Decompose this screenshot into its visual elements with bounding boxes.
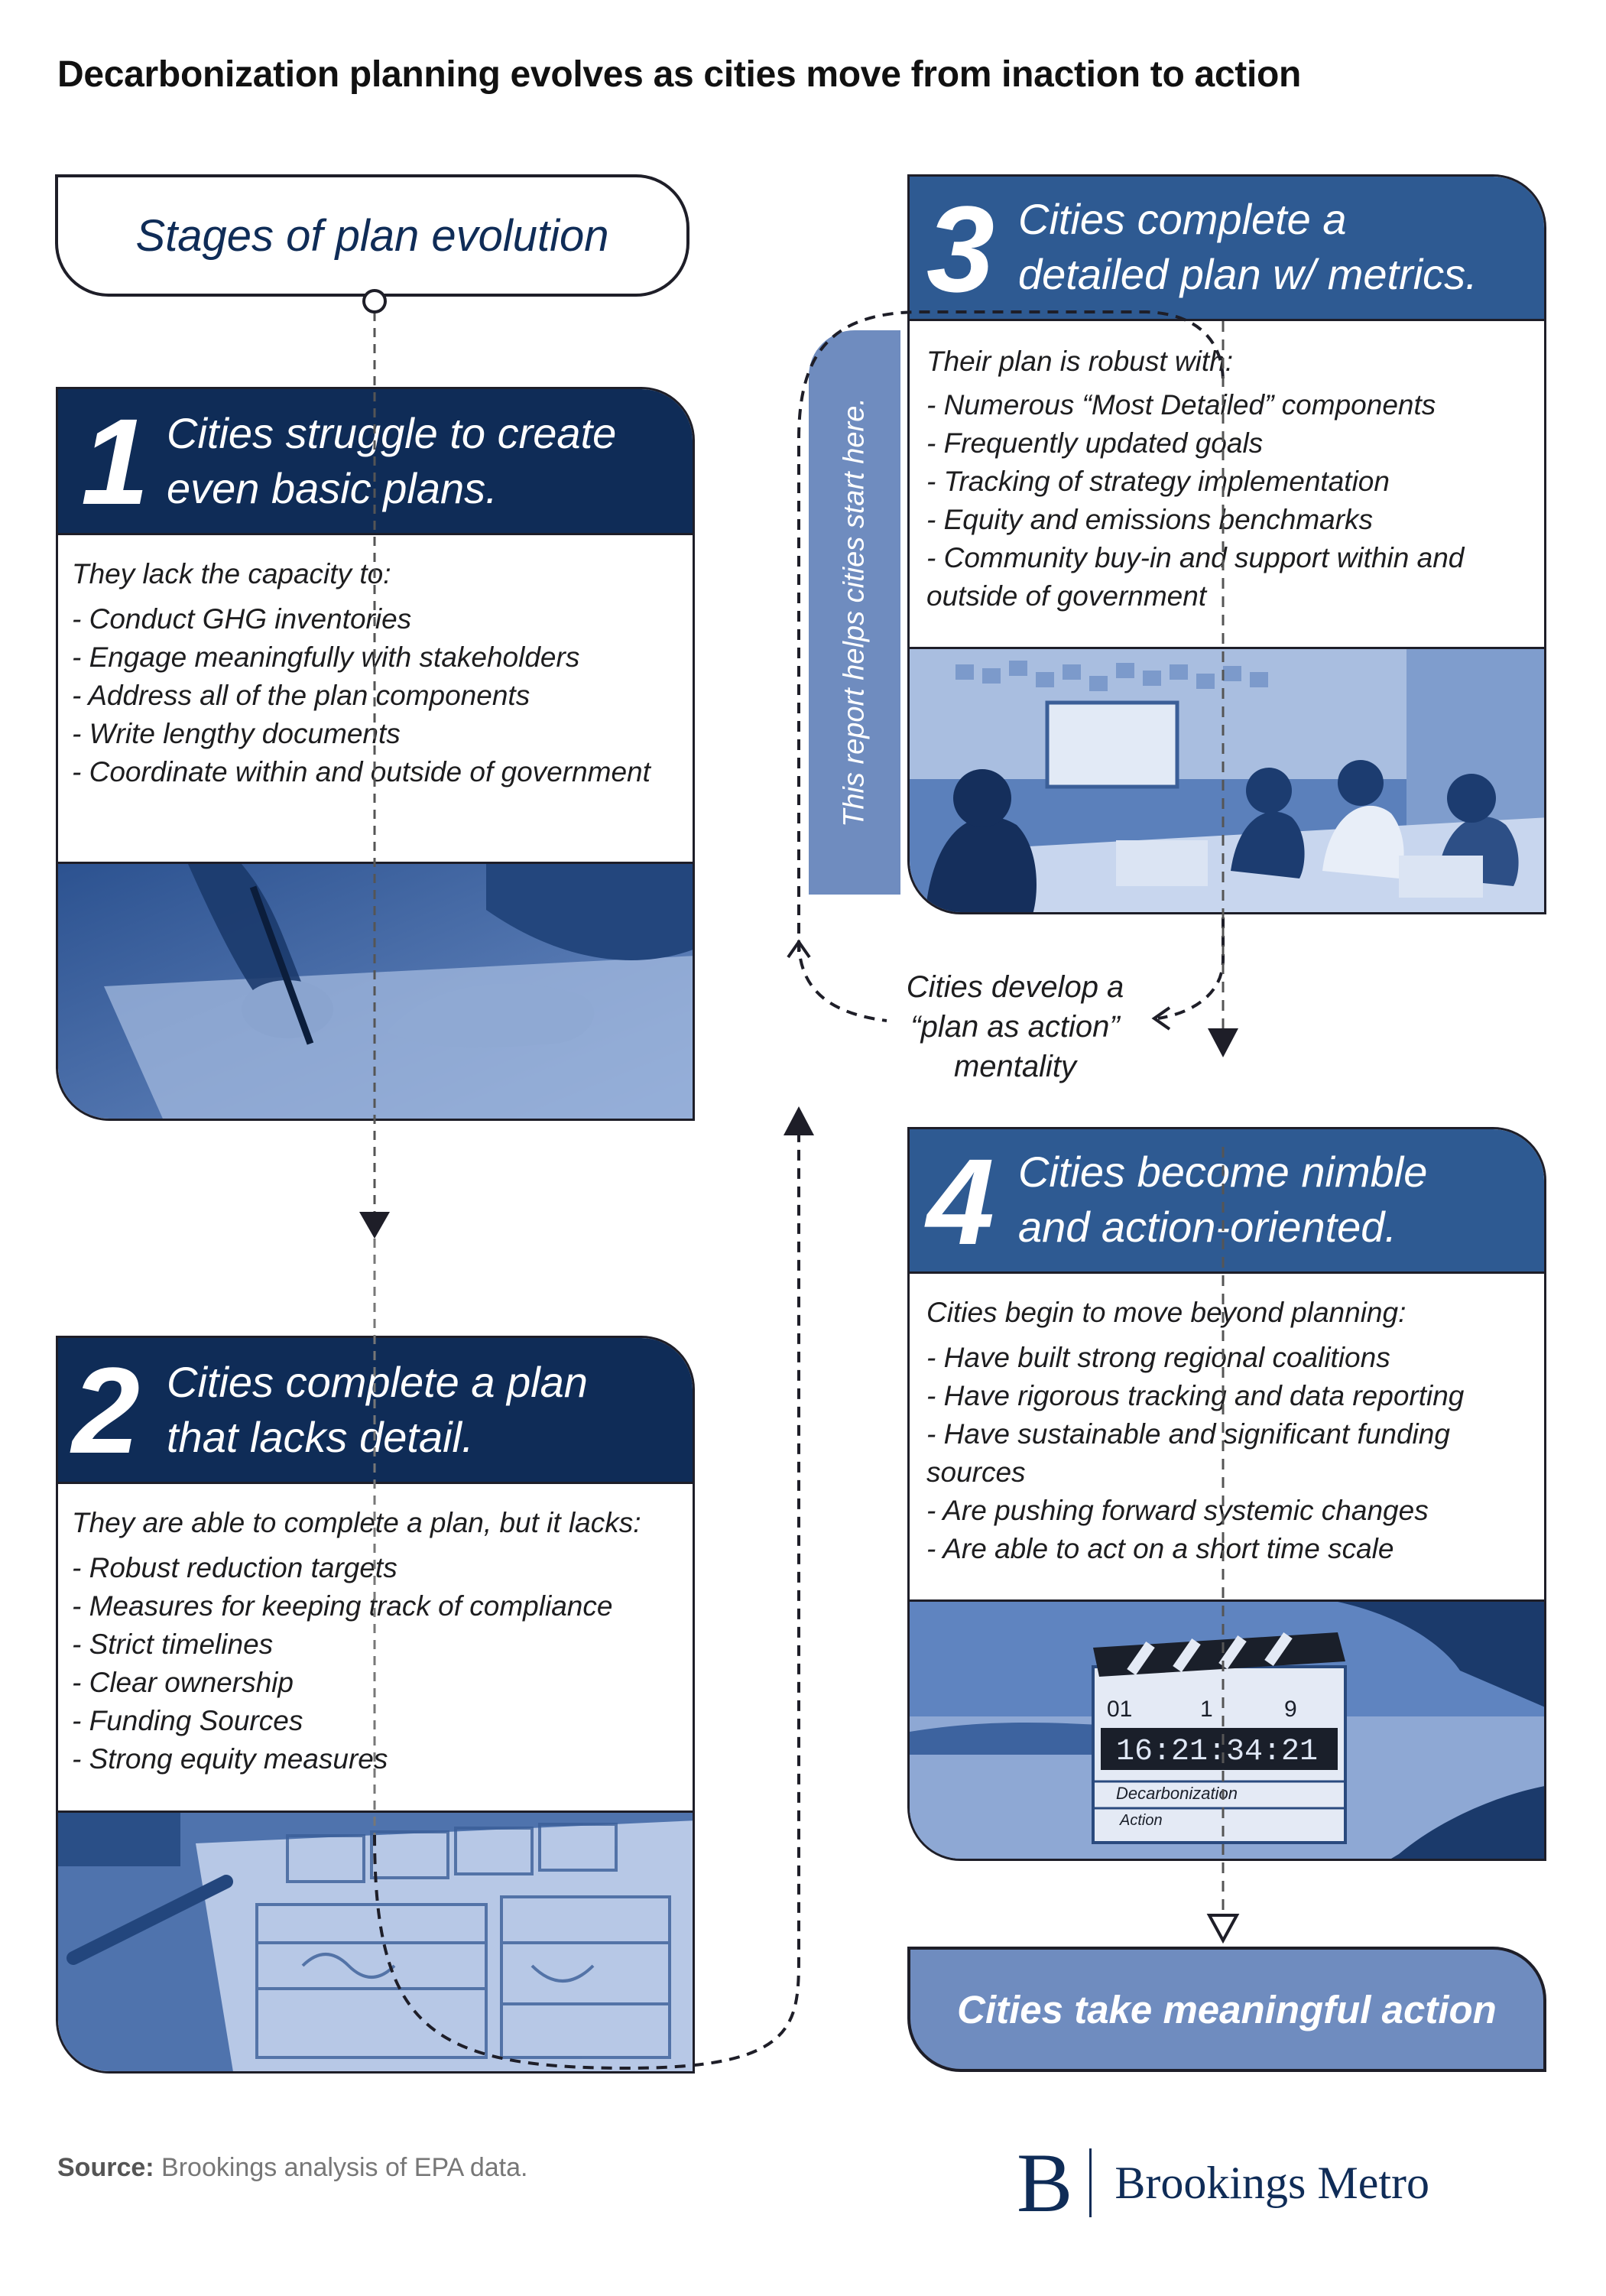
stage-3-heading-line2: detailed plan w/ metrics.: [1018, 250, 1478, 298]
list-item: - Conduct GHG inventories: [72, 603, 412, 635]
list-item: sources: [926, 1457, 1026, 1488]
stage-3-list: - Numerous “Most Detailed” components - …: [926, 386, 1464, 615]
clapperboard-photo: 01 1 9 16:21:34:21 Decarbonization Actio…: [910, 1602, 1544, 1859]
arrow-down-outline-icon: [1206, 1914, 1240, 1944]
clapper-line1: Decarbonization: [1116, 1784, 1238, 1803]
stages-label: Stages of plan evolution: [135, 210, 609, 261]
stage-2-heading-line1: Cities complete a plan: [167, 1358, 588, 1406]
source-text: Brookings analysis of EPA data.: [161, 2153, 528, 2182]
wireframe-sketch-photo: [58, 1813, 693, 2071]
stage-4-intro: Cities begin to move beyond planning:: [926, 1297, 1406, 1328]
list-item: outside of government: [926, 580, 1207, 612]
stages-label-box: Stages of plan evolution: [55, 174, 689, 297]
stage-3-card: 3 Cities complete a detailed plan w/ met…: [907, 174, 1546, 914]
list-item: - Have sustainable and significant fundi…: [926, 1418, 1450, 1450]
list-item: - Have built strong regional coalitions: [926, 1342, 1390, 1373]
report-note-bar: This report helps cities start here.: [809, 330, 900, 895]
source-note: Source: Brookings analysis of EPA data.: [57, 2153, 527, 2183]
list-item: - Engage meaningfully with stakeholders: [72, 641, 580, 673]
stage-1-heading-line1: Cities struggle to create: [167, 409, 617, 457]
stage-4-heading-line1: Cities become nimble: [1018, 1148, 1428, 1196]
list-item: - Have rigorous tracking and data report…: [926, 1380, 1465, 1411]
stage-4-card: 4 Cities become nimble and action-orient…: [907, 1127, 1546, 1861]
loop-right-connector: [1157, 917, 1225, 1020]
clapper-line2: Action: [1119, 1812, 1163, 1829]
stage-2-header: 2 Cities complete a plan that lacks deta…: [58, 1338, 693, 1482]
chevron-up-icon: [787, 939, 811, 959]
stage-4-heading-line2: and action-oriented.: [1018, 1203, 1397, 1251]
loop-label-line2: “plan as action”: [910, 1010, 1120, 1044]
list-item: - Tracking of strategy implementation: [926, 466, 1390, 497]
stage-4-list: - Have built strong regional coalitions …: [926, 1339, 1464, 1568]
list-item: - Are pushing forward systemic changes: [926, 1495, 1429, 1526]
clapper-scene: 01: [1107, 1697, 1132, 1722]
list-item: - Strong equity measures: [72, 1743, 388, 1775]
arrow-down-icon: [359, 1212, 390, 1239]
list-item: - Are able to act on a short time scale: [926, 1533, 1394, 1564]
stage-2-list: - Robust reduction targets - Measures fo…: [72, 1549, 612, 1778]
final-outcome-box: Cities take meaningful action: [907, 1947, 1546, 2072]
stage-1-intro: They lack the capacity to:: [72, 558, 391, 589]
arrow-up-icon: [784, 1106, 814, 1135]
stage-1-list: - Conduct GHG inventories - Engage meani…: [72, 600, 651, 791]
loop-label-line3: mentality: [953, 1050, 1077, 1083]
stage-2-heading-line2: that lacks detail.: [167, 1413, 474, 1461]
clapper-take: 1: [1200, 1697, 1213, 1722]
list-item: - Robust reduction targets: [72, 1552, 397, 1583]
report-note-text: This report helps cities start here.: [838, 398, 871, 827]
list-item: - Coordinate within and outside of gover…: [72, 756, 651, 788]
stage-1-heading-line2: even basic plans.: [167, 464, 498, 512]
loop-label: Cities develop a “plan as action” mental…: [885, 967, 1145, 1086]
stage-4-number: 4: [926, 1133, 994, 1270]
arrow-down-icon: [1208, 1028, 1238, 1057]
stage-3-intro: Their plan is robust with:: [926, 346, 1234, 377]
clapper-timecode: 16:21:34:21: [1116, 1735, 1318, 1769]
logo-divider: [1089, 2148, 1092, 2217]
brookings-logo: B Brookings Metro: [1017, 2141, 1429, 2225]
list-item: - Measures for keeping track of complian…: [72, 1590, 613, 1622]
clapper-roll: 9: [1284, 1697, 1297, 1722]
meeting-room-photo: [910, 649, 1544, 912]
list-item: - Frequently updated goals: [926, 427, 1264, 459]
stage-3-number: 3: [926, 180, 994, 317]
stage-1-body: They lack the capacity to: - Conduct GHG…: [58, 533, 693, 864]
stage-2-card: 2 Cities complete a plan that lacks deta…: [56, 1336, 695, 2074]
stage-2-body: They are able to complete a plan, but it…: [58, 1482, 693, 1813]
final-outcome-label: Cities take meaningful action: [957, 1987, 1497, 2031]
list-item: - Equity and emissions benchmarks: [926, 504, 1374, 535]
logo-letter: B: [1017, 2136, 1073, 2229]
loop-label-line1: Cities develop a: [906, 970, 1124, 1004]
stage-2-intro: They are able to complete a plan, but it…: [72, 1507, 641, 1538]
loop-left-connector: [797, 940, 887, 1022]
signing-document-photo: [58, 864, 693, 1119]
stage-1-number: 1: [81, 393, 149, 530]
stage-4-body: Cities begin to move beyond planning: - …: [910, 1271, 1544, 1602]
source-label: Source:: [57, 2153, 154, 2182]
list-item: - Clear ownership: [72, 1667, 294, 1698]
stage-3-body: Their plan is robust with: - Numerous “M…: [910, 319, 1544, 649]
logo-name: Brookings Metro: [1114, 2157, 1430, 2208]
page-title: Decarbonization planning evolves as citi…: [57, 54, 1302, 95]
list-item: - Numerous “Most Detailed” components: [926, 389, 1436, 421]
list-item: - Write lengthy documents: [72, 718, 401, 749]
stage-2-number: 2: [72, 1342, 140, 1479]
stage-1-card: 1 Cities struggle to create even basic p…: [56, 387, 695, 1121]
list-item: - Community buy-in and support within an…: [926, 542, 1465, 573]
stage-1-header: 1 Cities struggle to create even basic p…: [58, 389, 693, 533]
stage-3-header: 3 Cities complete a detailed plan w/ met…: [910, 177, 1544, 319]
list-item: - Strict timelines: [72, 1629, 274, 1660]
list-item: - Funding Sources: [72, 1705, 303, 1736]
chevron-left-icon: [1151, 1006, 1171, 1031]
stage-3-heading-line1: Cities complete a: [1018, 195, 1347, 243]
stage-4-header: 4 Cities become nimble and action-orient…: [910, 1129, 1544, 1271]
list-item: - Address all of the plan components: [72, 680, 530, 711]
